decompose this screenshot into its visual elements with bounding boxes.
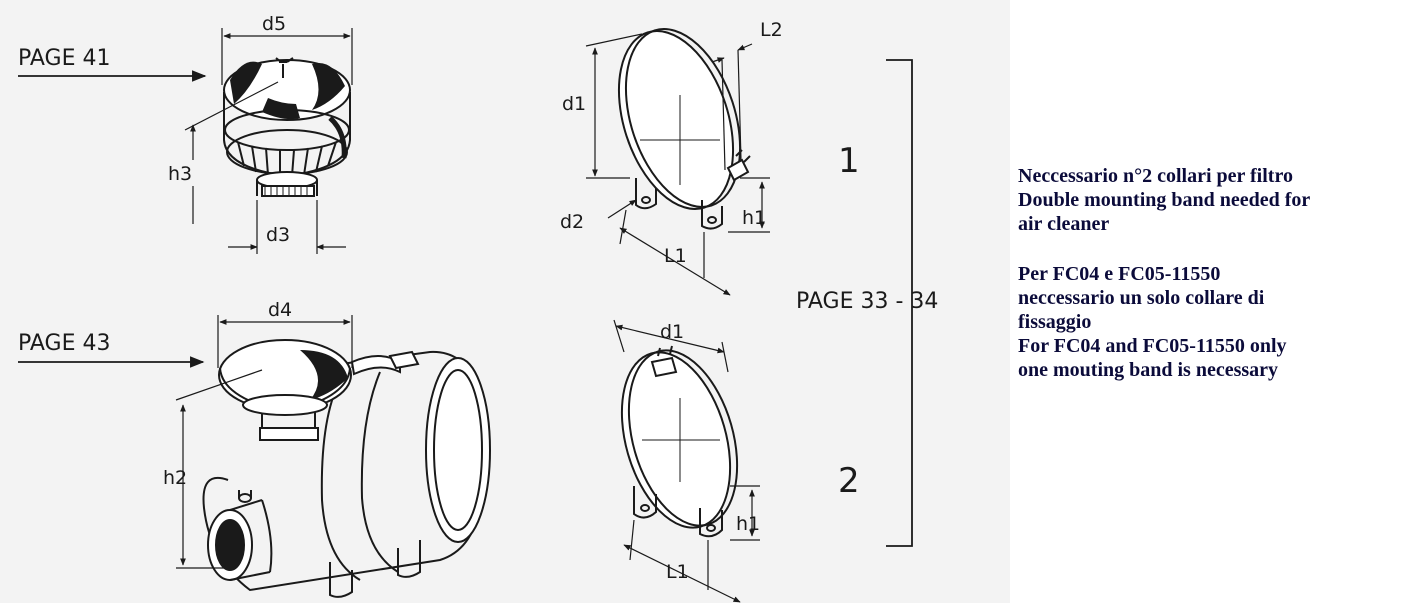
air-cleaner-dimensions xyxy=(175,315,353,569)
note-single-band: Per FC04 e FC05-11550 neccessario un sol… xyxy=(1018,262,1422,382)
dim-d4: d4 xyxy=(268,299,292,321)
band-1-dim-d1: d1 xyxy=(562,93,586,115)
note-line: neccessario un solo collare di xyxy=(1018,287,1265,309)
precleaner-dimensions xyxy=(184,28,353,254)
option-2-number: 2 xyxy=(838,461,860,501)
band-1-dim-h1: h1 xyxy=(742,207,766,229)
mounting-band-2-drawing xyxy=(620,345,739,538)
band-2-dim-d1: d1 xyxy=(660,321,684,343)
dim-h3: h3 xyxy=(168,163,192,185)
page-43-label: PAGE 43 xyxy=(18,331,110,356)
precleaner-drawing xyxy=(223,57,351,197)
dim-d3: d3 xyxy=(266,224,290,246)
note-line: Double mounting band needed for xyxy=(1018,189,1311,211)
page-33-34-label: PAGE 33 - 34 xyxy=(796,289,938,314)
page-41-label: PAGE 41 xyxy=(18,46,110,71)
band-2-dim-L1: L1 xyxy=(666,561,689,583)
mounting-band-1-drawing xyxy=(617,28,751,230)
band-2-dim-h1: h1 xyxy=(736,513,760,535)
note-line: Neccessario n°2 collari per filtro xyxy=(1018,165,1293,187)
notes-panel: Neccessario n°2 collari per filtro Doubl… xyxy=(1018,164,1422,408)
note-line: For FC04 and FC05-11550 only xyxy=(1018,335,1287,357)
dim-d5: d5 xyxy=(262,13,286,35)
note-double-band: Neccessario n°2 collari per filtro Doubl… xyxy=(1018,164,1422,236)
note-line: one mouting band is necessary xyxy=(1018,359,1279,381)
mounting-band-2-dimensions xyxy=(613,319,760,603)
dim-h2: h2 xyxy=(163,467,187,489)
note-line: air cleaner xyxy=(1018,213,1110,235)
options-bracket xyxy=(886,59,913,547)
band-1-dim-d2: d2 xyxy=(560,211,584,233)
page-41-callout: PAGE 41 xyxy=(18,46,207,82)
note-line: fissaggio xyxy=(1018,311,1092,333)
note-line: Per FC04 e FC05-11550 xyxy=(1018,263,1221,285)
page-43-callout: PAGE 43 xyxy=(18,331,205,368)
air-cleaner-drawing xyxy=(202,339,491,598)
technical-drawing: PAGE 41 d5 d3 h3 xyxy=(0,0,1010,603)
band-1-dim-L1: L1 xyxy=(664,245,687,267)
option-1-number: 1 xyxy=(838,141,860,181)
mounting-band-1-dimensions xyxy=(585,33,770,296)
band-1-dim-L2: L2 xyxy=(760,19,783,41)
